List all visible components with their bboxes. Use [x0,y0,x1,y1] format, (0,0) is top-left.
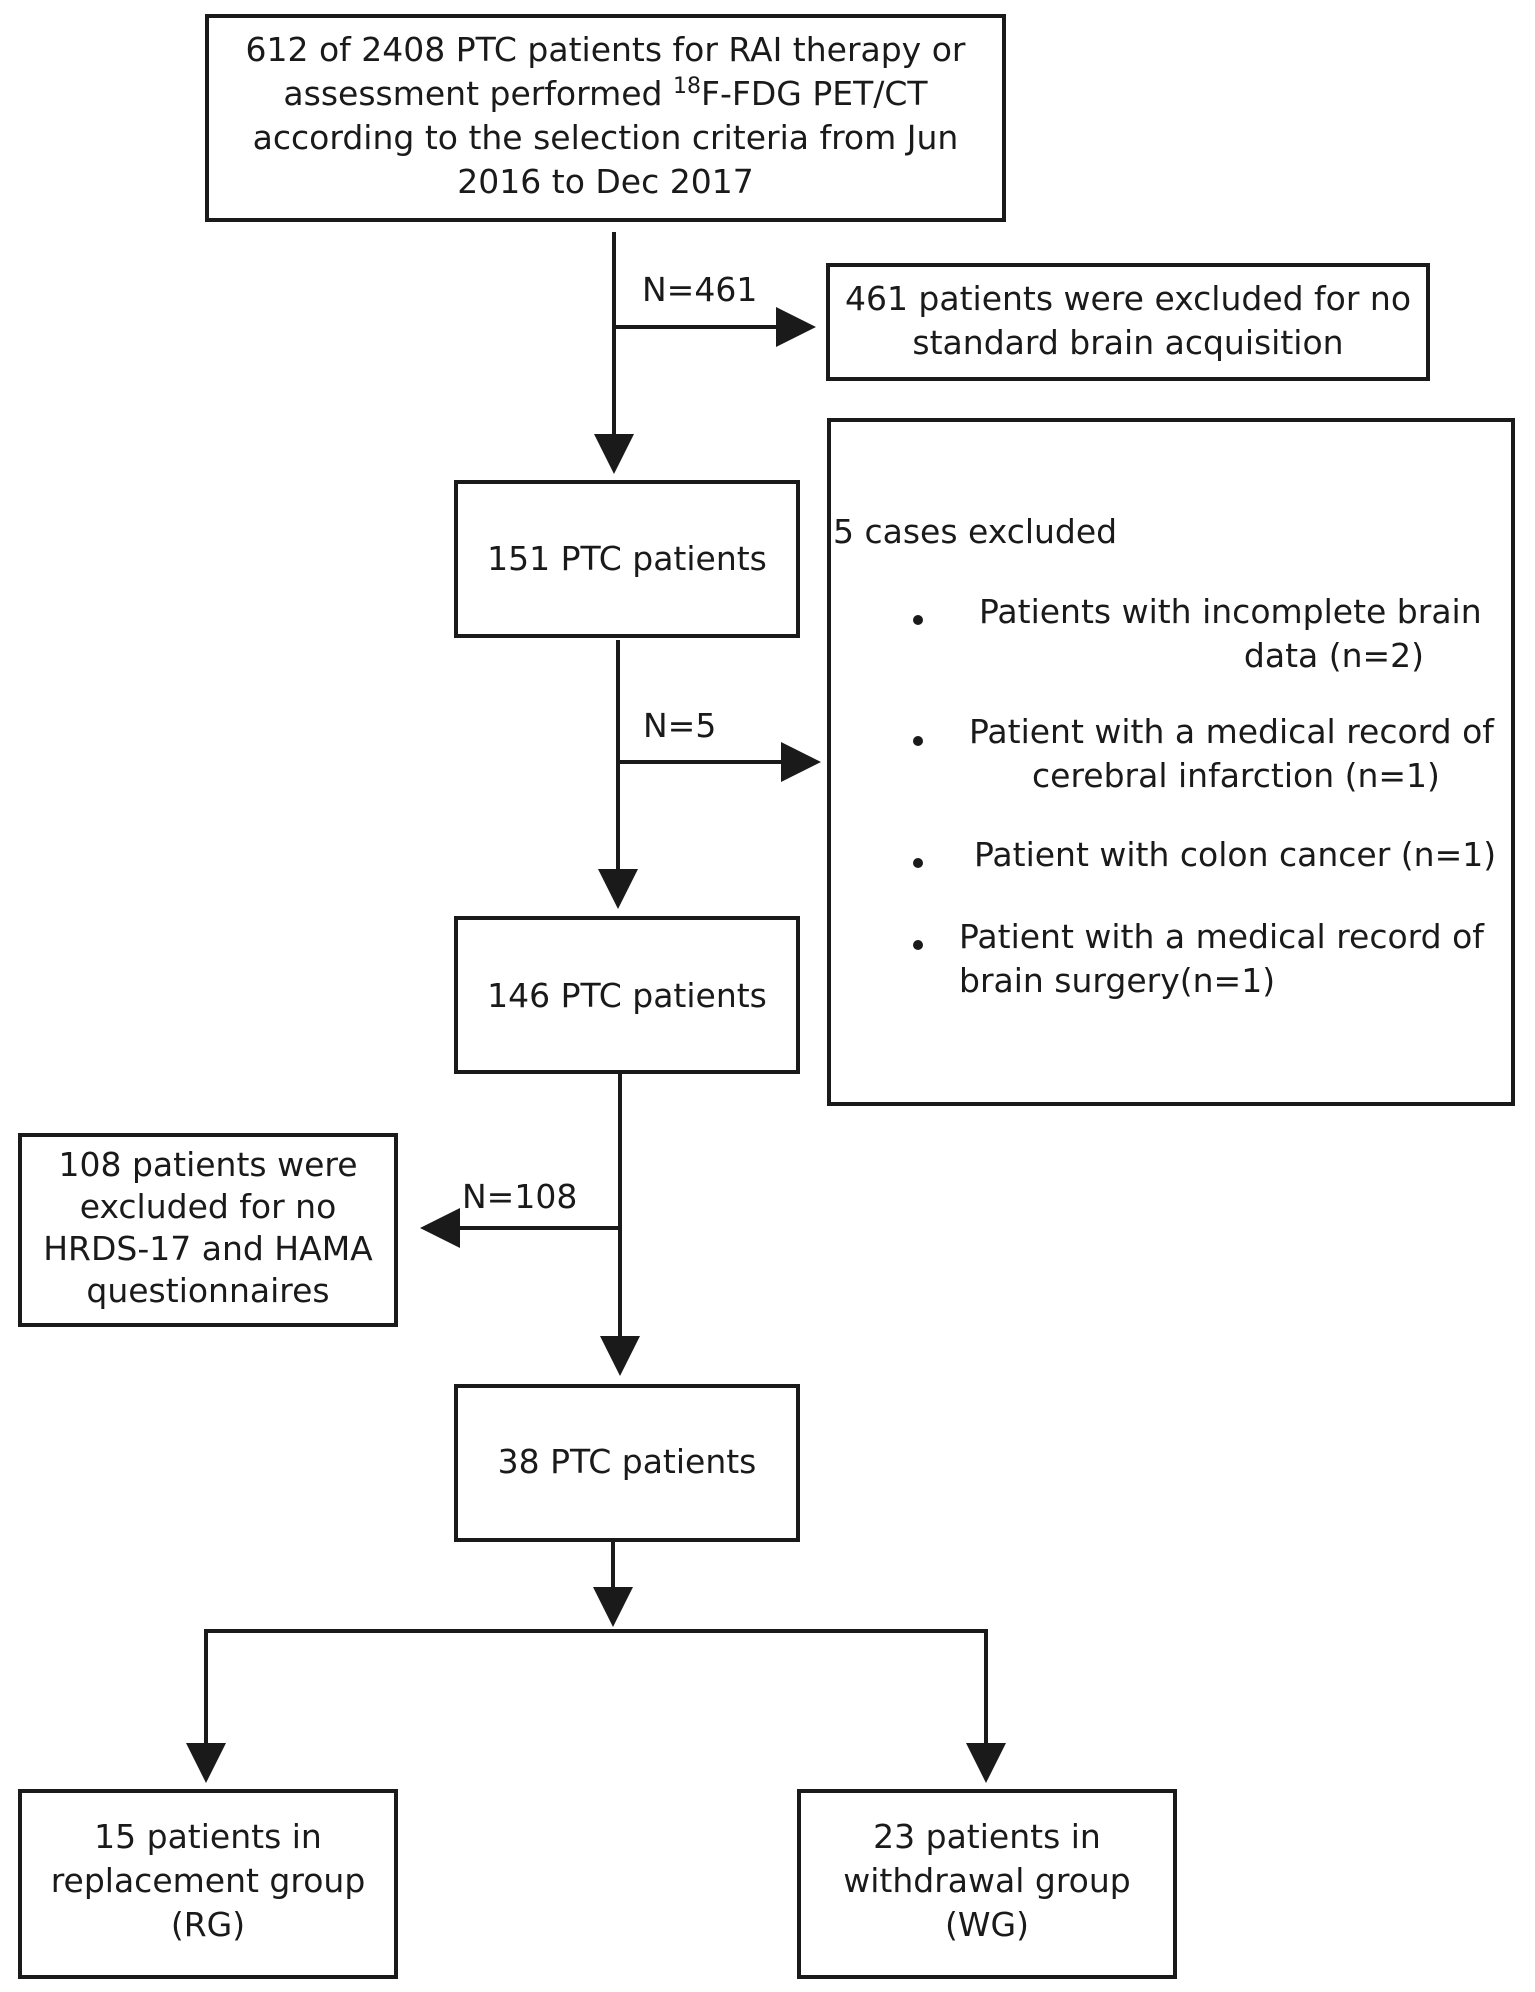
edge-label-n5: N=5 [643,706,717,745]
edge-label-n461: N=461 [642,270,758,309]
initial-cohort-box: 612 of 2408 PTC patients for RAI therapy… [205,14,1006,222]
initial-cohort-line-4: 2016 to Dec 2017 [457,162,754,201]
initial-cohort-line-2-after: F-FDG PET/CT [701,74,928,113]
replacement-group-box: 15 patients in replacement group (RG) [18,1789,398,1979]
initial-cohort-line-3: according to the selection criteria from… [252,118,959,157]
wg-line-1: 23 patients in [873,1817,1101,1856]
initial-cohort-line-2-before: assessment performed [283,74,673,113]
exclusion-box-no-brain-acquisition: 461 patients were excluded for no standa… [826,263,1430,381]
wg-line-3: (WG) [945,1905,1029,1944]
withdrawal-group-box: 23 patients in withdrawal group (WG) [797,1789,1177,1979]
initial-cohort-isotope-superscript: 18 [673,74,701,99]
bullet-icon [913,736,923,746]
cohort-146-label: 146 PTC patients [487,976,767,1015]
initial-cohort-line-2: assessment performed 18F-FDG PET/CT [209,72,1002,116]
exclusion-1-line-2: standard brain acquisition [912,323,1344,362]
exclusion-3-line-3: HRDS-17 and HAMA [43,1229,373,1268]
exclusion-3-line-4: questionnaires [86,1271,330,1310]
bullet-icon [913,615,923,625]
exclusion-item-4-line-1: Patient with a medical record of [959,917,1484,956]
cohort-151-box: 151 PTC patients [454,480,800,638]
exclusion-item-2-line-2: cerebral infarction (n=1) [1032,756,1440,795]
rg-line-2: replacement group [50,1861,366,1900]
cohort-146-box: 146 PTC patients [454,916,800,1074]
bullet-icon [913,858,923,868]
cohort-151-label: 151 PTC patients [487,539,767,578]
exclusion-box-5-cases: 5 cases excluded Patients with incomplet… [827,418,1515,1106]
exclusion-item-1-line-2: data (n=2) [1243,636,1425,675]
rg-line-3: (RG) [170,1905,246,1944]
exclusion-2-title: 5 cases excluded [833,512,1118,551]
cohort-38-label: 38 PTC patients [497,1442,757,1481]
bullet-icon [913,940,923,950]
exclusion-item-3-line-1: Patient with colon cancer (n=1) [974,835,1497,874]
exclusion-item-4-line-2: brain surgery(n=1) [959,961,1276,1000]
exclusion-1-line-1: 461 patients were excluded for no [844,279,1412,318]
initial-cohort-line-1: 612 of 2408 PTC patients for RAI therapy… [245,30,966,69]
edge-label-n108: N=108 [462,1177,578,1216]
exclusion-item-1-line-1: Patients with incomplete brain [979,592,1482,631]
wg-line-2: withdrawal group [843,1861,1131,1900]
exclusion-3-line-2: excluded for no [79,1187,337,1226]
exclusion-item-2-line-1: Patient with a medical record of [969,712,1494,751]
rg-line-1: 15 patients in [94,1817,322,1856]
cohort-38-box: 38 PTC patients [454,1384,800,1542]
exclusion-box-no-questionnaires: 108 patients were excluded for no HRDS-1… [18,1133,398,1327]
exclusion-3-line-1: 108 patients were [58,1145,358,1184]
